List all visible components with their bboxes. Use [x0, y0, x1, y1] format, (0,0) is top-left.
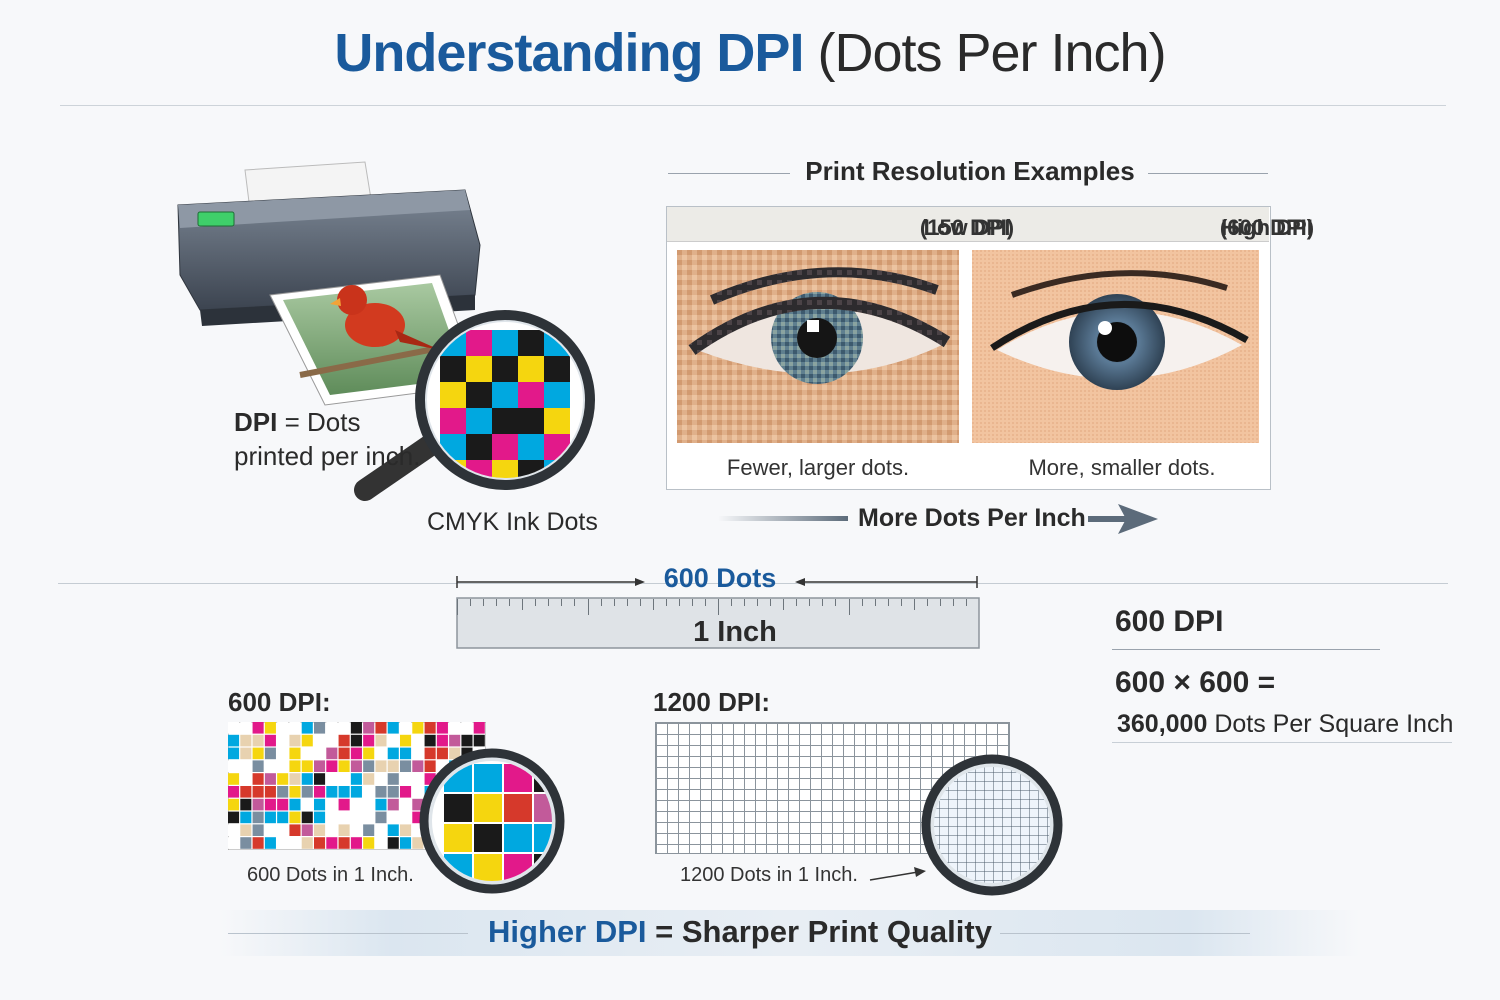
ruler-ticks — [457, 599, 980, 619]
math-underline — [1112, 742, 1452, 743]
math-result-text: Dots Per Square Inch — [1214, 710, 1454, 738]
title-divider — [60, 105, 1446, 106]
title-sub: (Dots Per Inch) — [817, 23, 1166, 83]
grid1200-caption: 1200 Dots in 1 Inch. — [680, 864, 858, 886]
footer-rule-right — [1000, 933, 1250, 934]
arrow-right-icon — [1088, 504, 1158, 534]
footer-rest: = Sharper Print Quality — [655, 914, 992, 949]
high-dpi-caption: More, smaller dots. — [1028, 455, 1216, 480]
printer-illustration — [177, 161, 595, 501]
dpi-def-line1: = Dots — [284, 407, 361, 437]
low-dpi-value: (150 DPI) — [919, 215, 1015, 240]
high-dpi-value: (600 DPI) — [1219, 215, 1315, 240]
page-title: Understanding DPI (Dots Per Inch) — [0, 22, 1500, 84]
low-dpi-caption: Fewer, larger dots. — [726, 455, 910, 480]
math-result: 360,000 Dots Per Square Inch — [1117, 710, 1453, 739]
dpi-definition: DPI = Dots printed per inch. — [234, 405, 420, 473]
low-dpi-label: Low DPI — [923, 215, 1011, 240]
middle-divider — [58, 583, 1448, 584]
magnifier-label: CMYK Ink Dots — [427, 508, 598, 536]
grid1200-magnifier — [921, 754, 1063, 896]
high-dpi-label: High DPI — [1221, 215, 1313, 240]
dpi-abbr: DPI — [234, 407, 278, 437]
ruler-inch-label: 1 Inch — [693, 616, 777, 648]
math-rule — [1112, 649, 1380, 650]
grid600-caption: 600 Dots in 1 Inch. — [247, 864, 414, 886]
examples-rule-left — [668, 173, 790, 174]
examples-heading: Print Resolution Examples — [805, 156, 1135, 186]
more-dots-label: More Dots Per Inch — [858, 504, 1086, 532]
examples-header: Low DPI (150 DPI) High DPI (600 DPI) — [667, 207, 1314, 242]
dpi-def-line2: printed per inch. — [234, 441, 421, 471]
footer-tagline: Higher DPI = Sharper Print Quality — [0, 914, 1480, 950]
more-dots-arrow-tail — [718, 516, 848, 521]
grid1200-label: 1200 DPI: — [653, 687, 771, 717]
math-result-num: 360,000 — [1117, 710, 1208, 738]
footer-rule-left — [228, 933, 468, 934]
pointer-arrow-icon — [869, 867, 926, 881]
math-dpi: 600 DPI — [1115, 605, 1224, 638]
high-dpi-eye-image — [972, 250, 1259, 443]
footer-bold: Higher DPI — [488, 914, 647, 949]
title-main: Understanding DPI — [334, 23, 804, 83]
ruler-illustration — [456, 576, 980, 649]
grid600-magnifier — [419, 748, 565, 894]
math-equation: 600 × 600 = — [1115, 666, 1276, 699]
grid600-label: 600 DPI: — [228, 687, 331, 717]
ruler-dots-label: 600 Dots — [663, 563, 777, 593]
low-dpi-eye-image — [677, 250, 959, 443]
examples-rule-right — [1148, 173, 1268, 174]
